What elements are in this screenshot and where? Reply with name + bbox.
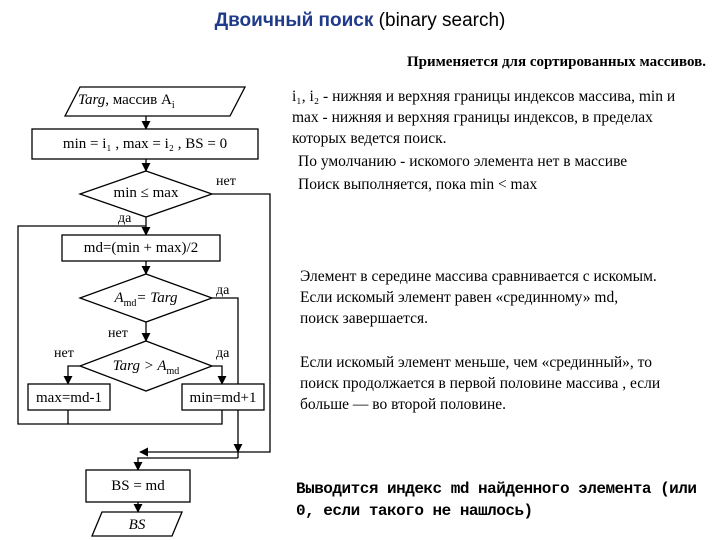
left-assign-box (27, 383, 111, 411)
note-loop: Поиск выполняется, пока min < max (298, 176, 538, 193)
note-compare: Элемент в середине массива сравнивается … (300, 268, 657, 327)
page-title: Двоичный поиск (binary search) (0, 10, 720, 32)
input-shape (63, 86, 247, 117)
cond1-no-label: нет (216, 174, 236, 189)
cond2-sub: md (123, 298, 137, 309)
output-var: BS (128, 517, 146, 533)
note-output: Выводится индекс md найденного элемента … (296, 480, 697, 520)
input-text: , массив A (105, 92, 172, 108)
cond1-text: min ≤ max (113, 185, 179, 201)
cond3-sub: md (166, 366, 180, 377)
result-text: BS = md (111, 478, 165, 494)
title-ru: Двоичный поиск (214, 10, 374, 31)
subtitle: Применяется для сортированных массивов. (406, 54, 706, 70)
init-box (31, 128, 259, 160)
input-var: Targ (78, 92, 106, 108)
cond2-no-label: нет (108, 326, 128, 341)
right-assign-box (181, 383, 265, 411)
output-text: BS (92, 515, 182, 535)
cond2-b: = Targ (136, 290, 178, 306)
cond1-yes-label: да (118, 211, 132, 226)
cond2-text: Amd= Targ (96, 288, 196, 314)
note-bounds: i₁, i₂ - нижняя и верхняя границы индекс… (292, 88, 676, 147)
cond3-a: Targ > A (112, 358, 167, 374)
cond3-text: Targ > Amd (96, 356, 196, 382)
input-label: Targ, массив Ai (78, 90, 238, 116)
input-sub: i (171, 100, 175, 111)
left-assign-text: max=md-1 (36, 390, 102, 406)
note-half: Если искомый элемент меньше, чем «средин… (300, 354, 661, 413)
cond3-no-label: нет (54, 346, 74, 361)
result-box (85, 469, 191, 503)
cond3-diamond (78, 340, 214, 392)
note-default: По умолчанию - искомого элемента нет в м… (298, 153, 628, 170)
mid-box (61, 234, 221, 262)
right-assign-text: min=md+1 (189, 390, 257, 406)
cond2-yes-label: да (216, 283, 230, 298)
mid-text: md=(min + max)/2 (83, 240, 199, 256)
cond3-yes-label: да (216, 346, 230, 361)
title-en: (binary search) (378, 10, 506, 31)
cond2-a: A (114, 290, 124, 306)
output-shape (91, 511, 183, 537)
init-text: min = i₁ , max = i₂ , BS = 0 (62, 136, 228, 152)
